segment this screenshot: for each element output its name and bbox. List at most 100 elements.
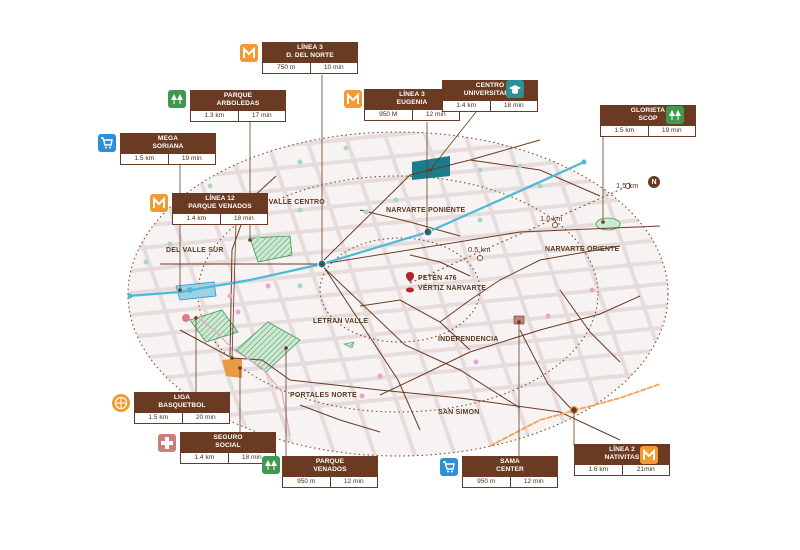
poi-title-line1: LÍNEA 2	[609, 446, 635, 453]
zone-independencia: INDEPENDENCIA	[438, 336, 499, 343]
poi-time: 19 min	[167, 154, 216, 164]
street	[0, 120, 100, 470]
metro-icon	[640, 446, 658, 464]
ring-label-1-0: 1.0 km	[540, 214, 563, 223]
poi-title-line1: GLORIETA	[630, 107, 666, 114]
ring-marker-1-5	[625, 183, 631, 189]
poi-distance: 950 M	[379, 111, 398, 118]
zone-portales-norte: PORTALES NORTE	[290, 392, 357, 399]
poi-metrics: 950 M 12 min	[364, 109, 460, 121]
poi-distance: 950 m	[477, 478, 496, 485]
callout-leaders	[179, 75, 604, 458]
poi-distance: 1.6 km	[588, 466, 609, 473]
poi-title-line2: VENADOS	[313, 466, 347, 473]
minor-poi-dot	[393, 197, 399, 203]
poi-title-line1: LÍNEA 3	[399, 91, 425, 98]
minor-poi-dot	[297, 283, 303, 289]
street	[128, 256, 668, 320]
minor-poi-dot	[473, 359, 479, 365]
tree-icon	[666, 106, 684, 124]
minor-poi-dot	[477, 217, 483, 223]
zone-letran-valle: LETRAN VALLE	[313, 318, 368, 325]
poi-title-line2: D. DEL NORTE	[286, 52, 334, 59]
minor-poi-dot	[297, 159, 303, 165]
minor-poi-dot	[545, 313, 551, 319]
minor-poi-dot	[589, 287, 595, 293]
minor-poi-dot	[377, 373, 383, 379]
site-marker	[406, 287, 414, 293]
zone-san-simon: SAN SIMON	[438, 409, 479, 416]
poi-time: 19 min	[647, 126, 696, 136]
small-park	[343, 341, 355, 349]
poi-distance: 950 m	[297, 478, 316, 485]
poi-distance: 1.4 km	[186, 215, 207, 222]
callout-anchor-dots	[178, 168, 605, 412]
poi-time: 18 min	[227, 453, 276, 463]
poi-time: 10 min	[309, 63, 358, 73]
poi-title-line2: BASQUETBOL	[158, 402, 206, 409]
minor-poi-dot	[359, 393, 365, 399]
poi-time: 18 min	[219, 214, 268, 224]
poi-time: 20 min	[181, 413, 230, 423]
poi-time: 12 min	[411, 110, 460, 120]
poi-metrics: 1.5 km 19 min	[600, 125, 696, 137]
minor-poi-dot	[227, 293, 233, 299]
zone-narvarte-poniente: NARVARTE PONIENTE	[386, 207, 466, 214]
metro-icon	[150, 194, 168, 212]
minor-poi-dot	[537, 183, 543, 189]
distance-rings	[127, 131, 669, 457]
ring-marker-1-0	[552, 222, 558, 228]
north-arrow: N	[648, 176, 660, 188]
poi-title-line1: SEGURO	[213, 434, 243, 441]
street	[100, 0, 700, 32]
minor-poi-dot	[517, 163, 523, 169]
shopping-cart-icon	[98, 134, 116, 152]
street	[378, 132, 502, 456]
basketball-point	[182, 314, 190, 322]
poi-metrics: 1.4 km 18 min	[180, 452, 276, 464]
site-name-line2: VÉRTIZ NARVARTE	[418, 283, 486, 292]
pink-route	[195, 315, 291, 437]
ring-1-5km	[127, 131, 669, 457]
seguro-social-area	[222, 358, 242, 378]
poi-title-line1: LÍNEA 3	[297, 44, 323, 51]
park-block	[189, 309, 239, 343]
poi-metrics: 1.5 km 19 min	[120, 153, 216, 165]
poi-title-line1: PARQUE	[223, 92, 253, 99]
main-roads	[160, 139, 661, 441]
site-pin-icon	[406, 272, 414, 282]
poi-title-line2: UNIVERSITARIO	[463, 90, 517, 97]
poi-distance: 1.5 km	[134, 155, 155, 162]
poi-distance: 1.4 km	[194, 454, 215, 461]
street	[128, 322, 668, 386]
shopping-cart-icon	[440, 458, 458, 476]
poi-title-line2: CENTER	[496, 466, 524, 473]
street	[100, 0, 700, 10]
poi-distance: 1.4 km	[456, 102, 477, 109]
zone-del-valle-sur: DEL VALLE SUR	[166, 247, 224, 254]
poi-distance: 1.5 km	[614, 127, 635, 134]
minor-poi-dot	[255, 235, 261, 241]
minor-poi-dot	[265, 283, 271, 289]
centro-universitario-area	[412, 156, 450, 180]
station-parque-venados	[187, 287, 193, 293]
poi-time: 17 min	[237, 111, 286, 121]
